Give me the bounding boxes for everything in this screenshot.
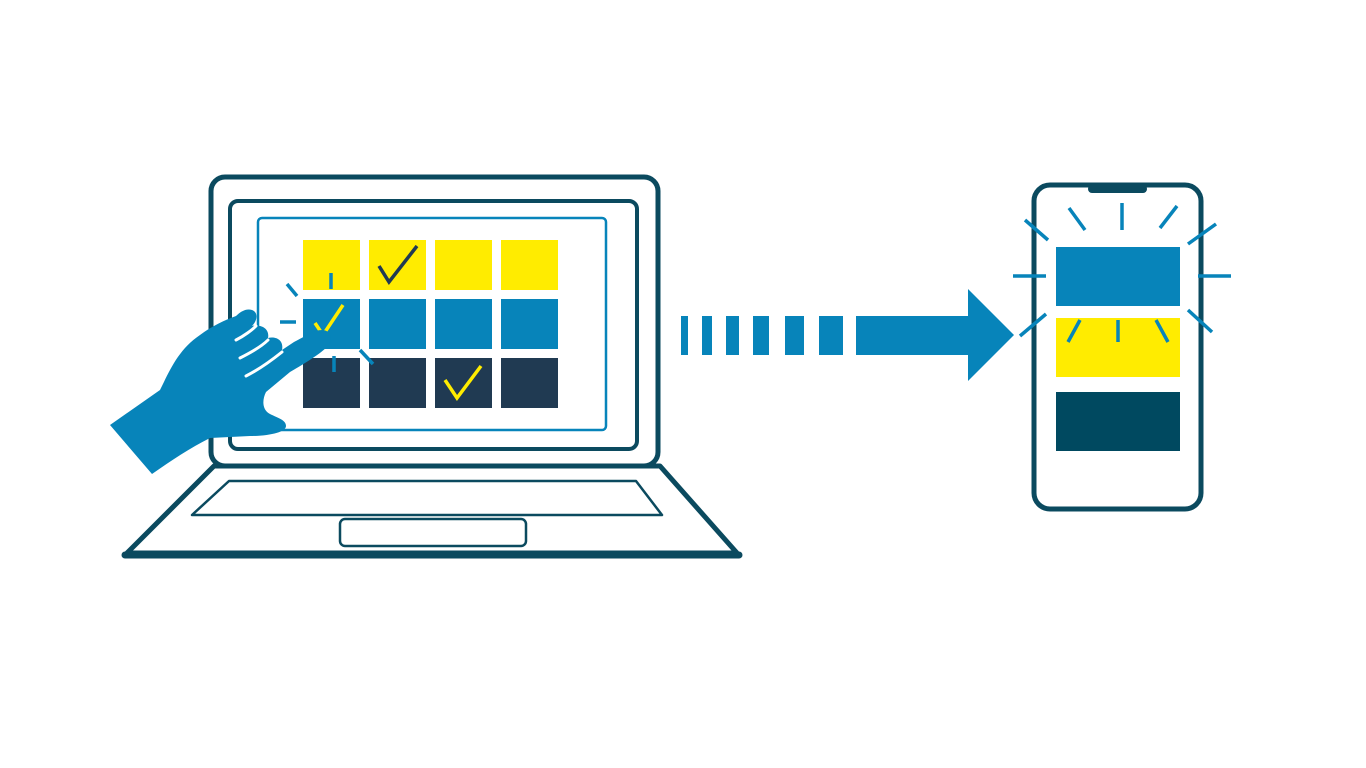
pointing-hand-icon — [110, 273, 375, 474]
arrow-head — [856, 289, 1014, 381]
grid-tile — [501, 358, 558, 408]
phone-bar — [1056, 392, 1180, 451]
checkmark-icon — [377, 244, 419, 286]
tap-ray — [285, 282, 299, 298]
calendar-grid — [303, 240, 558, 408]
glow-ray — [1158, 204, 1179, 230]
glow-ray — [1154, 319, 1170, 343]
dashed-arrow-icon — [681, 289, 1014, 381]
arrow-dash — [753, 316, 769, 355]
arrow-dash — [819, 316, 843, 355]
finger-gap — [234, 324, 258, 342]
finger-gap — [244, 350, 284, 378]
grid-tile — [501, 299, 558, 349]
glow-ray — [1186, 308, 1214, 334]
smartphone-icon — [1013, 182, 1231, 512]
glow-ray — [1023, 218, 1050, 242]
phone-notch — [1088, 185, 1147, 193]
glow-ray — [1186, 222, 1218, 246]
hand-shape — [110, 309, 331, 474]
grid-tile — [435, 240, 492, 290]
grid-tile — [369, 299, 426, 349]
tap-ray — [358, 348, 375, 366]
glow-ray — [1067, 206, 1087, 232]
glow-ray — [1066, 319, 1082, 343]
grid-tile — [303, 358, 360, 408]
grid-tile — [435, 299, 492, 349]
arrow-dash — [702, 316, 712, 355]
notification-rays — [1013, 203, 1231, 343]
arrow-dash — [785, 316, 804, 355]
finger-gap — [238, 338, 270, 360]
phone-bar-highlighted — [1056, 247, 1180, 306]
grid-tile — [369, 358, 426, 408]
checkmark-icon — [443, 364, 483, 402]
laptop-keyboard — [190, 479, 664, 517]
grid-tile — [435, 358, 492, 408]
arrow-dash — [726, 316, 739, 355]
grid-tile — [501, 240, 558, 290]
glow-ray — [1018, 312, 1048, 338]
laptop-icon — [121, 174, 743, 559]
arrow-dash — [681, 316, 688, 355]
tap-rays — [280, 273, 375, 372]
laptop-trackpad — [338, 517, 528, 548]
phone-screen-bars — [1056, 247, 1180, 451]
